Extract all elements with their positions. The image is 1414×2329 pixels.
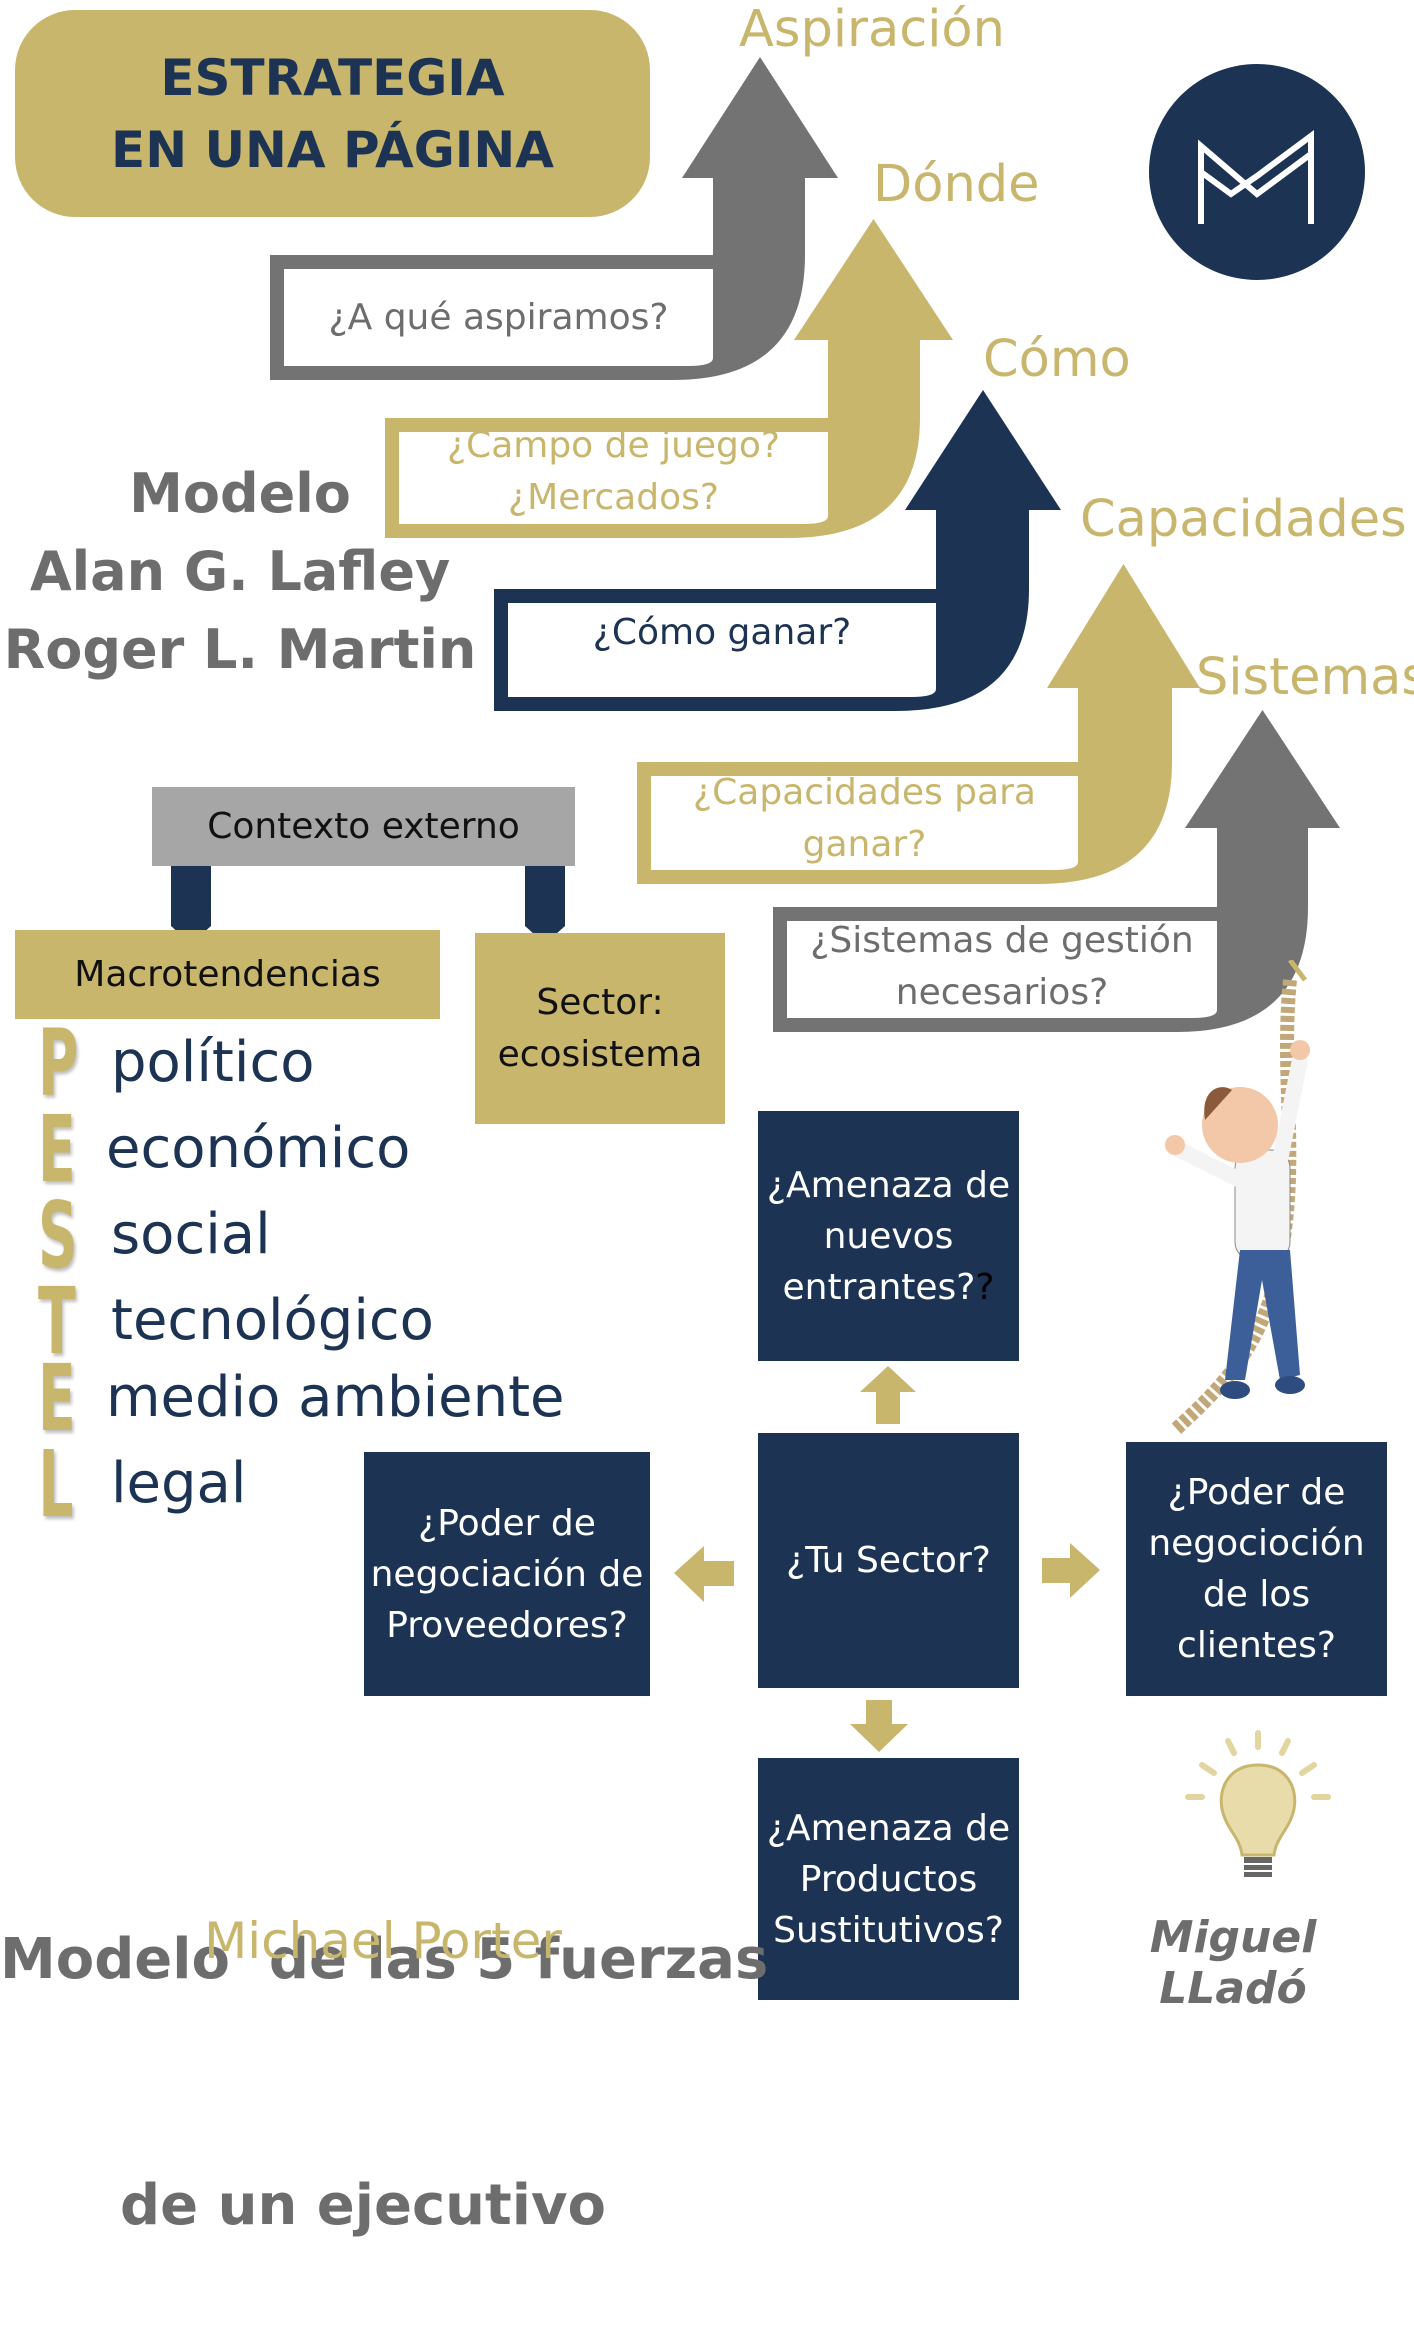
force-text: entrantes? bbox=[782, 1266, 976, 1308]
force-line: ¿Amenaza de bbox=[766, 1164, 1011, 1206]
pestel-word: político bbox=[111, 1030, 315, 1095]
arrow-down-icon bbox=[850, 1700, 908, 1752]
question-line: ¿Mercados? bbox=[508, 477, 719, 518]
context-connectors bbox=[171, 866, 565, 944]
force-line: entrantes?? bbox=[783, 1262, 995, 1313]
force-substitutes: ¿Amenaza de Productos Sustitutivos? bbox=[758, 1758, 1019, 2000]
stage-frame-inner-3 bbox=[508, 603, 936, 697]
author-signature: Miguel LLadó bbox=[1149, 1912, 1317, 2014]
stage-question-donde: ¿Campo de juego? ¿Mercados? bbox=[399, 420, 828, 524]
pestel-word: medio ambiente bbox=[106, 1365, 565, 1430]
force-extra-mark: ? bbox=[975, 1266, 995, 1308]
macrotendencias-box: Macrotendencias bbox=[15, 930, 440, 1019]
stage-frame-inner-2 bbox=[399, 432, 828, 524]
stage-question-capacidades: ¿Capacidades para ganar? bbox=[651, 767, 1078, 871]
question-line: ¿A qué aspiramos? bbox=[328, 296, 669, 338]
force-line: nuevos bbox=[823, 1215, 954, 1257]
sector-box: Sector: ecosistema bbox=[475, 933, 725, 1124]
pestel-letter: T bbox=[38, 1268, 76, 1375]
pestel-letter: E bbox=[38, 1096, 76, 1203]
pestel-letter: E bbox=[38, 1345, 76, 1452]
force-new-entrants: ¿Amenaza de nuevos entrantes?? bbox=[758, 1111, 1019, 1361]
pestel-letter: S bbox=[38, 1182, 78, 1289]
force-line: de los bbox=[1202, 1574, 1311, 1615]
stage-label-como: Cómo bbox=[983, 330, 1131, 389]
person-climbing-rope-illustration bbox=[1165, 960, 1310, 1436]
force-suppliers: ¿Poder de negociación de Proveedores? bbox=[364, 1452, 650, 1696]
mm-logo bbox=[1149, 64, 1365, 280]
model-authors: Modelo Alan G. Lafley Roger L. Martin bbox=[0, 455, 480, 689]
stage-label-sistemas: Sistemas bbox=[1196, 648, 1414, 707]
stage-label-aspiracion: Aspiración bbox=[739, 0, 1005, 59]
force-your-sector: ¿Tu Sector? bbox=[758, 1433, 1019, 1688]
lightbulb-icon bbox=[1185, 1730, 1331, 1877]
porter-line-2: de un ejecutivo bbox=[120, 2173, 606, 2238]
stage-frame-inner-4 bbox=[651, 776, 1078, 870]
force-clients: ¿Poder de negocioción de los clientes? bbox=[1126, 1442, 1387, 1696]
question-line: ¿Sistemas de gestión bbox=[810, 920, 1194, 961]
porter-title: Modelo de las 5 fuerzas de un ejecutivo bbox=[0, 1755, 768, 2329]
title-line-1: ESTRATEGIA bbox=[160, 48, 505, 107]
porter-author: Michael Porter bbox=[204, 1912, 562, 1970]
question-line: ganar? bbox=[802, 824, 927, 865]
stage-frame-inner-5 bbox=[787, 921, 1217, 1018]
strategy-staircase bbox=[270, 57, 1340, 1032]
mm-monogram-icon bbox=[1198, 130, 1314, 224]
force-line: Productos bbox=[799, 1858, 978, 1900]
pestel-letter: P bbox=[38, 1010, 79, 1117]
question-line: ¿Cómo ganar? bbox=[592, 612, 852, 653]
sector-line-1: Sector: bbox=[536, 981, 664, 1023]
question-line: ¿Capacidades para bbox=[693, 772, 1036, 813]
pestel-word: tecnológico bbox=[111, 1288, 434, 1353]
stage-label-donde: Dónde bbox=[873, 155, 1040, 214]
context-header: Contexto externo bbox=[152, 787, 575, 866]
arrow-right-icon bbox=[1042, 1543, 1100, 1598]
force-line: ¿Poder de bbox=[418, 1502, 596, 1544]
model-line-2: Alan G. Lafley bbox=[29, 540, 451, 603]
force-line: ¿Poder de bbox=[1167, 1472, 1346, 1513]
force-line: ¿Tu Sector? bbox=[786, 1540, 991, 1581]
force-line: clientes? bbox=[1177, 1625, 1336, 1666]
stage-question-aspiracion: ¿A qué aspiramos? bbox=[284, 269, 713, 366]
stage-label-capacidades: Capacidades bbox=[1080, 490, 1407, 549]
connector-left bbox=[171, 866, 211, 944]
pestel-letter: L bbox=[38, 1431, 74, 1538]
connector-right bbox=[525, 866, 565, 944]
force-line: negociación de bbox=[370, 1553, 644, 1595]
force-line: Sustitutivos? bbox=[773, 1909, 1004, 1951]
title-banner: ESTRATEGIA EN UNA PÁGINA bbox=[15, 10, 650, 217]
stage-question-sistemas: ¿Sistemas de gestión necesarios? bbox=[787, 915, 1217, 1019]
force-line: ¿Amenaza de bbox=[766, 1807, 1011, 1849]
sector-line-2: ecosistema bbox=[497, 1033, 703, 1075]
force-line: Proveedores? bbox=[386, 1604, 628, 1646]
stage-question-como: ¿Cómo ganar? bbox=[508, 603, 936, 663]
pestel-word: económico bbox=[106, 1116, 411, 1181]
stage-frame-inner-1 bbox=[284, 269, 713, 366]
question-line: ¿Campo de juego? bbox=[446, 425, 781, 466]
title-line-2: EN UNA PÁGINA bbox=[111, 120, 554, 179]
pestel-word: legal bbox=[111, 1451, 247, 1516]
head-icon bbox=[1202, 1087, 1278, 1163]
pestel-word: social bbox=[111, 1202, 271, 1267]
force-line: negocioción bbox=[1148, 1523, 1365, 1564]
question-line: necesarios? bbox=[895, 972, 1109, 1013]
model-line-1: Modelo bbox=[129, 462, 351, 525]
arrow-left-icon bbox=[674, 1546, 734, 1602]
arrow-up-icon bbox=[860, 1366, 916, 1424]
model-line-3: Roger L. Martin bbox=[3, 618, 477, 681]
